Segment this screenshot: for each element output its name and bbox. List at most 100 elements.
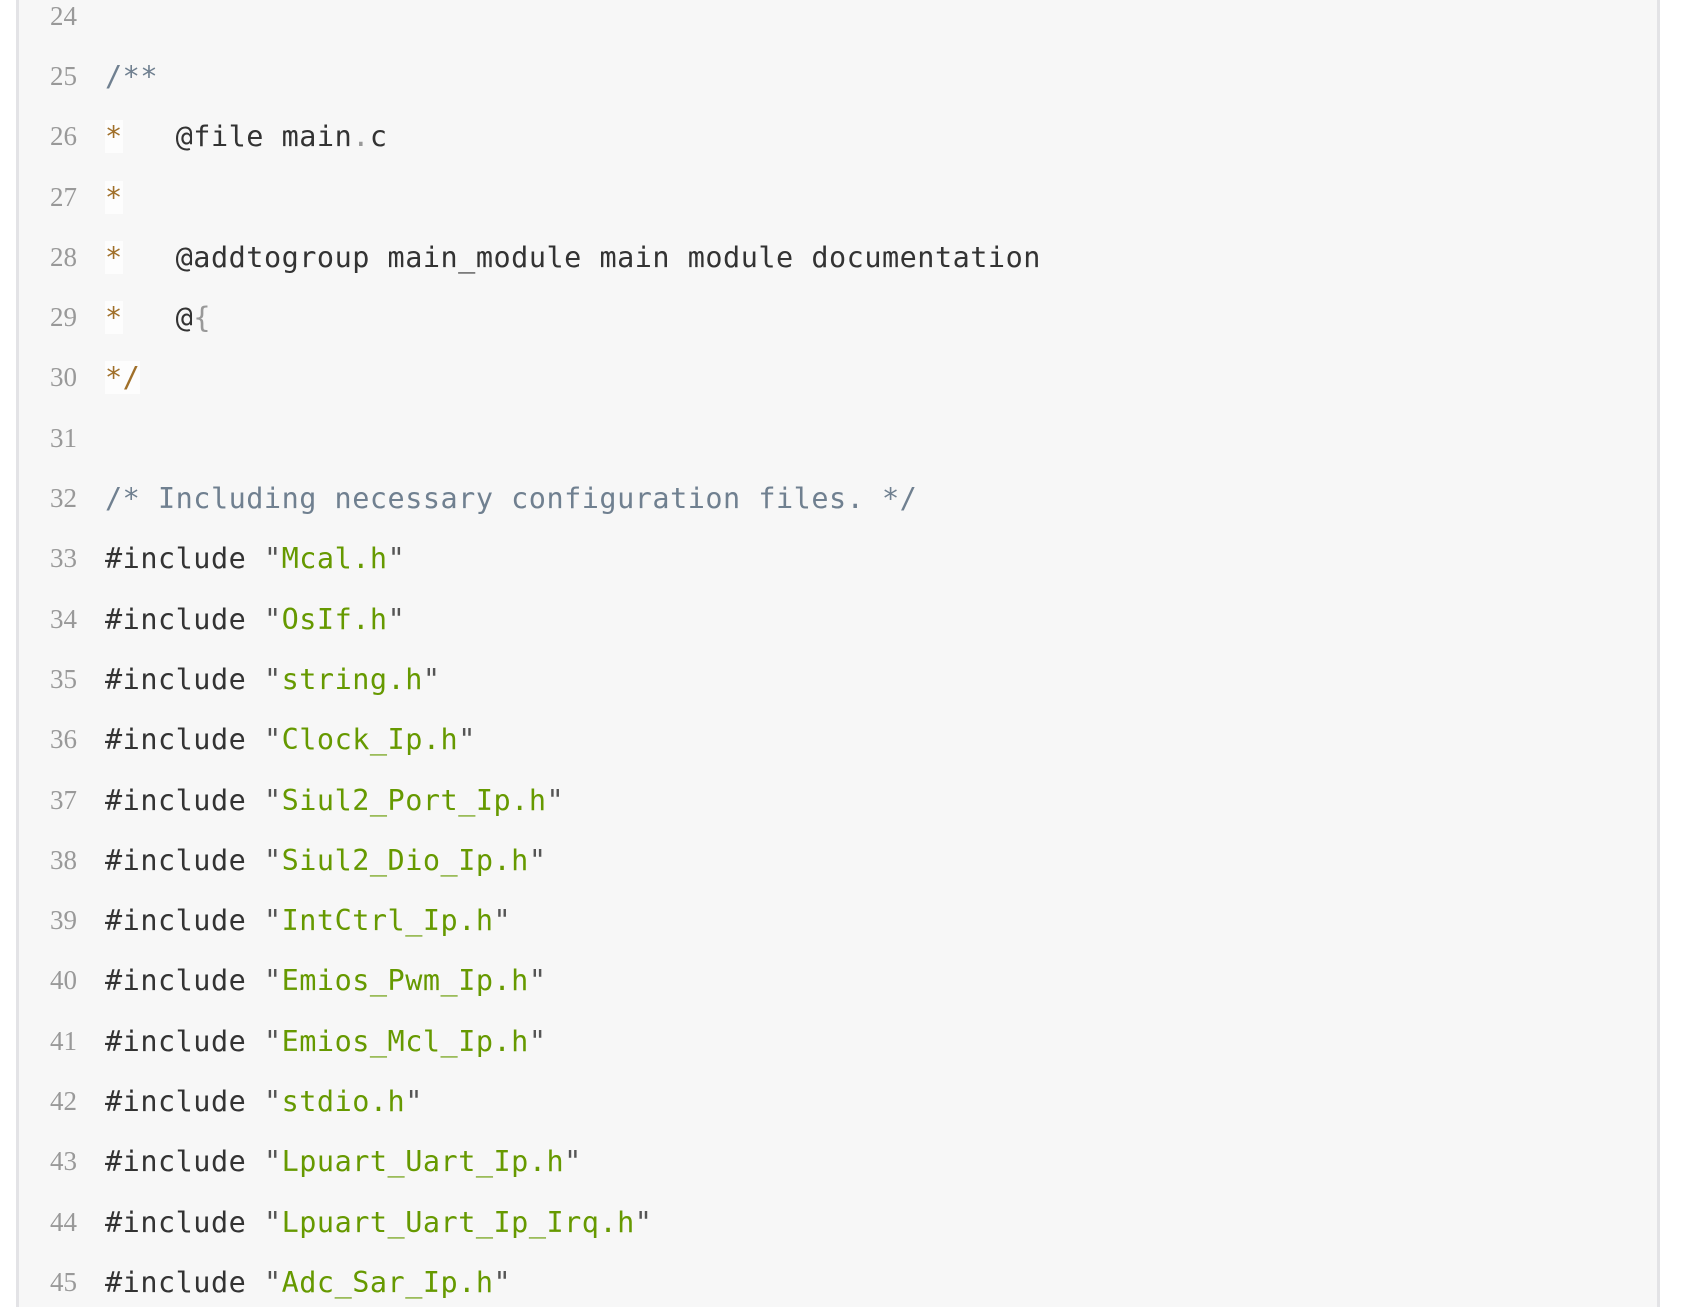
token-plain: @addtogroup main_module main module docu… xyxy=(122,240,1041,274)
code-line: 40 #include "Emios_Pwm_Ip.h" xyxy=(19,951,1657,1011)
code-text: #include "Adc_Sar_Ip.h" xyxy=(105,1266,511,1299)
code-text: #include "Emios_Pwm_Ip.h" xyxy=(105,964,547,997)
code-line: 32 /* Including necessary configuration f… xyxy=(19,468,1657,528)
token-quote: " xyxy=(263,1145,282,1179)
token-plain: @file main xyxy=(122,120,353,154)
token-string: IntCtrl_Ip.h xyxy=(281,904,494,938)
code-text: * xyxy=(105,180,123,214)
code-text: */ xyxy=(105,361,141,395)
code-text: #include "IntCtrl_Ip.h" xyxy=(105,904,511,937)
code-line: 24 xyxy=(19,0,1657,46)
token-quote: " xyxy=(634,1205,653,1239)
line-number: 42 xyxy=(50,1085,77,1116)
token-string: string.h xyxy=(281,662,423,696)
code-line: 43#include "Lpuart_Uart_Ip.h" xyxy=(19,1132,1657,1192)
token-plain: #include xyxy=(105,542,264,576)
code-text: * @file main.c xyxy=(105,120,388,154)
line-number: 40 xyxy=(50,965,77,996)
token-plain: #include xyxy=(105,1145,264,1179)
code-line: 38#include "Siul2_Dio_Ip.h" xyxy=(19,830,1657,890)
code-text: #include "Siul2_Port_Ip.h" xyxy=(105,784,564,817)
token-quote: " xyxy=(263,542,282,576)
code-text: #include "stdio.h" xyxy=(105,1085,423,1118)
token-star: * xyxy=(105,180,123,214)
token-punct: { xyxy=(193,301,211,335)
line-number: 30 xyxy=(50,362,77,393)
token-quote: " xyxy=(564,1145,582,1179)
line-number: 32 xyxy=(50,483,77,514)
token-star: */ xyxy=(105,361,141,395)
token-quote: " xyxy=(263,602,282,636)
token-quote: " xyxy=(405,1084,423,1118)
token-plain: #include xyxy=(105,602,264,636)
token-star: * xyxy=(105,301,123,335)
code-text: /* Including necessary configuration fil… xyxy=(105,482,917,515)
token-quote: " xyxy=(493,904,512,938)
token-plain: #include xyxy=(105,904,264,938)
token-quote: " xyxy=(458,723,476,757)
code-line: 42 #include "stdio.h" xyxy=(19,1071,1657,1131)
code-line: 44#include "Lpuart_Uart_Ip_Irq.h" xyxy=(19,1192,1657,1252)
token-quote: " xyxy=(263,783,282,817)
line-number: 28 xyxy=(50,241,77,272)
token-string: Siul2_Dio_Ip.h xyxy=(281,843,529,877)
line-number: 38 xyxy=(50,844,77,875)
token-quote: " xyxy=(263,723,282,757)
line-number: 36 xyxy=(50,724,77,755)
token-plain: #include xyxy=(105,1024,264,1058)
line-number: 25 xyxy=(50,60,77,91)
code-line: 36 #include "Clock_Ip.h" xyxy=(19,710,1657,770)
code-line: 27 * xyxy=(19,167,1657,227)
token-string: Lpuart_Uart_Ip.h xyxy=(281,1145,565,1179)
token-string: Mcal.h xyxy=(281,542,388,576)
token-string: OsIf.h xyxy=(281,602,388,636)
token-plain: #include xyxy=(105,1084,264,1118)
code-line: 30 */ xyxy=(19,348,1657,408)
token-quote: " xyxy=(387,602,406,636)
code-line: 29* @{ xyxy=(19,287,1657,347)
token-quote: " xyxy=(387,542,406,576)
token-quote: " xyxy=(263,964,282,998)
token-plain: #include xyxy=(105,723,264,757)
code-text: #include "Mcal.h" xyxy=(105,542,405,575)
token-quote: " xyxy=(263,1265,282,1299)
token-quote: " xyxy=(528,964,547,998)
token-plain: @ xyxy=(122,301,194,335)
code-text: #include "string.h" xyxy=(105,663,441,696)
code-line: 28 * @addtogroup main_module main module … xyxy=(19,227,1657,287)
token-star: * xyxy=(105,120,123,154)
line-number: 41 xyxy=(50,1025,77,1056)
token-string: Lpuart_Uart_Ip_Irq.h xyxy=(281,1205,635,1239)
token-plain: #include xyxy=(105,1205,264,1239)
code-text: * @{ xyxy=(105,301,211,335)
code-line: 26 * @file main.c xyxy=(19,107,1657,167)
line-number: 26 xyxy=(50,121,77,152)
line-number: 33 xyxy=(50,543,77,574)
token-string: Clock_Ip.h xyxy=(281,723,459,757)
token-string: Emios_Pwm_Ip.h xyxy=(281,964,529,998)
token-quote: " xyxy=(263,662,282,696)
token-punct: . xyxy=(352,120,370,154)
code-text: #include "Clock_Ip.h" xyxy=(105,723,476,756)
line-number: 27 xyxy=(50,181,77,212)
line-number: 31 xyxy=(50,422,77,453)
token-quote: " xyxy=(528,1024,547,1058)
token-plain: #include xyxy=(105,843,264,877)
token-quote: " xyxy=(263,904,282,938)
line-number: 37 xyxy=(50,784,77,815)
code-line: 41#include "Emios_Mcl_Ip.h" xyxy=(19,1011,1657,1071)
line-number: 39 xyxy=(50,905,77,936)
code-line: 45#include "Adc_Sar_Ip.h" xyxy=(19,1252,1657,1307)
token-plain: #include xyxy=(105,662,264,696)
code-line: 31 xyxy=(19,408,1657,468)
code-text: * @addtogroup main_module main module do… xyxy=(105,240,1041,274)
token-quote: " xyxy=(528,843,547,877)
token-plain: c xyxy=(369,120,388,154)
line-number: 35 xyxy=(50,663,77,694)
token-quote: " xyxy=(263,1084,282,1118)
code-text: #include "OsIf.h" xyxy=(105,603,405,636)
line-number: 34 xyxy=(50,603,77,634)
code-text: #include "Lpuart_Uart_Ip_Irq.h" xyxy=(105,1206,652,1239)
token-plain: #include xyxy=(105,1265,264,1299)
